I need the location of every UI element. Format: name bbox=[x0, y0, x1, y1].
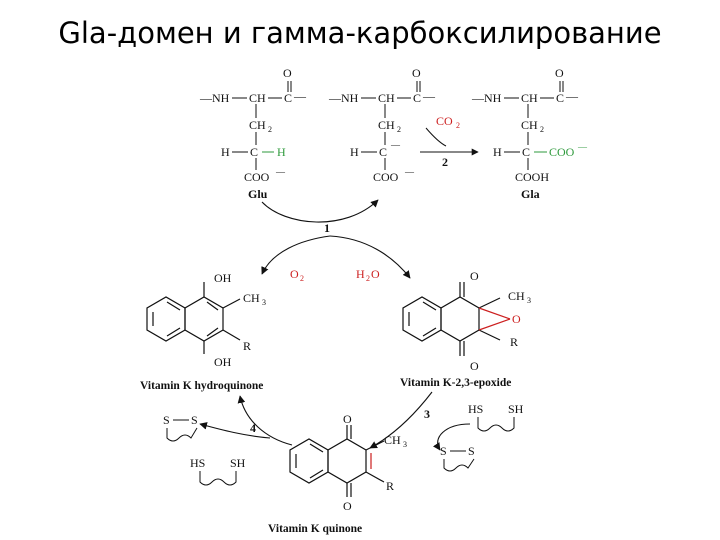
svg-text:O: O bbox=[470, 359, 479, 373]
svg-text:2: 2 bbox=[540, 125, 544, 134]
svg-text:—: — bbox=[275, 167, 286, 177]
step4-labels: 4 S S HS SH bbox=[163, 413, 256, 486]
step1-labels: 1 O 2 H 2 O bbox=[290, 221, 380, 283]
svg-text:H: H bbox=[350, 145, 359, 159]
svg-text:—: — bbox=[422, 89, 436, 103]
step4-arrows bbox=[199, 395, 293, 446]
svg-text:4: 4 bbox=[250, 421, 256, 435]
svg-text:—NH: —NH bbox=[471, 91, 502, 105]
carboxylation-step: CO 2 2 bbox=[420, 114, 479, 169]
svg-text:—: — bbox=[577, 142, 588, 152]
svg-text:2: 2 bbox=[456, 121, 460, 130]
vitamin-k-epoxide-labels: O O O CH 3 R Vitamin K-2,3-epoxide bbox=[400, 269, 531, 389]
svg-text:3: 3 bbox=[403, 440, 407, 449]
svg-text:H: H bbox=[277, 145, 286, 159]
svg-text:C: C bbox=[284, 91, 292, 105]
svg-text:O: O bbox=[290, 267, 299, 281]
svg-text:—: — bbox=[390, 140, 401, 150]
svg-text:Gla: Gla bbox=[521, 187, 540, 201]
slide-title: Gla-домен и гамма-карбоксилирование bbox=[58, 16, 662, 50]
svg-text:H: H bbox=[493, 145, 502, 159]
svg-text:—NH: —NH bbox=[199, 91, 230, 105]
svg-text:O: O bbox=[343, 412, 352, 426]
svg-text:O: O bbox=[555, 66, 564, 80]
carbanion-intermediate: O —NH CH C — CH 2 H C — COO — bbox=[328, 66, 436, 184]
svg-text:HS: HS bbox=[190, 456, 205, 470]
glu-structure: O —NH CH C — CH 2 H C H COO — Glu bbox=[199, 66, 307, 201]
svg-text:COO: COO bbox=[549, 145, 575, 159]
vitamin-k-quinone-labels: O O CH 3 R Vitamin K quinone bbox=[268, 412, 407, 535]
vitamin-k-hydroquinone-labels: OH OH CH 3 R Vitamin K hydroquinone bbox=[140, 271, 266, 392]
svg-text:Vitamin K quinone: Vitamin K quinone bbox=[268, 523, 362, 535]
svg-text:Glu: Glu bbox=[248, 187, 268, 201]
vitamin-k-quinone bbox=[289, 425, 385, 497]
svg-text:C: C bbox=[556, 91, 564, 105]
svg-text:O: O bbox=[470, 269, 479, 283]
vitamin-k-hydroquinone bbox=[146, 282, 241, 354]
svg-text:—: — bbox=[565, 89, 579, 103]
svg-text:COO: COO bbox=[244, 170, 270, 184]
svg-text:2: 2 bbox=[397, 125, 401, 134]
svg-text:H: H bbox=[356, 267, 365, 281]
svg-text:R: R bbox=[243, 339, 251, 353]
svg-text:—: — bbox=[293, 89, 307, 103]
svg-text:O: O bbox=[512, 312, 521, 326]
svg-text:2: 2 bbox=[300, 274, 304, 283]
step3-arrows bbox=[369, 391, 471, 451]
svg-text:CH: CH bbox=[378, 91, 395, 105]
svg-text:COO: COO bbox=[373, 170, 399, 184]
svg-text:—: — bbox=[404, 167, 415, 177]
svg-text:C: C bbox=[522, 145, 530, 159]
svg-text:1: 1 bbox=[324, 221, 330, 235]
svg-text:O: O bbox=[412, 66, 421, 80]
svg-text:HS: HS bbox=[468, 402, 483, 416]
svg-text:CH: CH bbox=[243, 291, 260, 305]
svg-text:COOH: COOH bbox=[515, 170, 549, 184]
svg-text:CH: CH bbox=[508, 289, 525, 303]
svg-text:3: 3 bbox=[527, 296, 531, 305]
svg-text:2: 2 bbox=[442, 155, 448, 169]
svg-text:2: 2 bbox=[268, 125, 272, 134]
svg-text:H: H bbox=[221, 145, 230, 159]
vitamin-k-epoxide bbox=[402, 282, 511, 356]
svg-text:CH: CH bbox=[521, 118, 538, 132]
svg-text:S: S bbox=[163, 413, 170, 427]
svg-text:C: C bbox=[250, 145, 258, 159]
svg-text:3: 3 bbox=[424, 407, 430, 421]
svg-text:SH: SH bbox=[508, 402, 524, 416]
svg-text:R: R bbox=[386, 479, 394, 493]
svg-text:CH: CH bbox=[249, 118, 266, 132]
svg-text:CH: CH bbox=[378, 118, 395, 132]
svg-text:S: S bbox=[191, 413, 198, 427]
coupling-arrows bbox=[261, 199, 411, 279]
svg-text:CH: CH bbox=[249, 91, 266, 105]
svg-text:S: S bbox=[440, 444, 447, 458]
gla-structure: O —NH CH C — CH 2 H C COO — COOH Gla bbox=[471, 66, 588, 201]
svg-text:O: O bbox=[283, 66, 292, 80]
svg-text:OH: OH bbox=[214, 355, 232, 369]
svg-text:CH: CH bbox=[521, 91, 538, 105]
svg-text:3: 3 bbox=[262, 298, 266, 307]
svg-text:Vitamin K hydroquinone: Vitamin K hydroquinone bbox=[140, 380, 263, 392]
svg-text:C: C bbox=[379, 145, 387, 159]
svg-text:—NH: —NH bbox=[328, 91, 359, 105]
svg-text:C: C bbox=[413, 91, 421, 105]
svg-text:SH: SH bbox=[230, 456, 246, 470]
svg-text:S: S bbox=[468, 444, 475, 458]
svg-text:Vitamin K-2,3-epoxide: Vitamin K-2,3-epoxide bbox=[400, 377, 511, 389]
svg-text:O: O bbox=[343, 499, 352, 513]
svg-text:O: O bbox=[371, 267, 380, 281]
svg-text:2: 2 bbox=[366, 274, 370, 283]
svg-text:CO: CO bbox=[436, 114, 453, 128]
step3-labels: 3 HS SH S S bbox=[424, 402, 524, 472]
svg-text:R: R bbox=[510, 335, 518, 349]
svg-text:CH: CH bbox=[384, 433, 401, 447]
svg-text:OH: OH bbox=[214, 271, 232, 285]
